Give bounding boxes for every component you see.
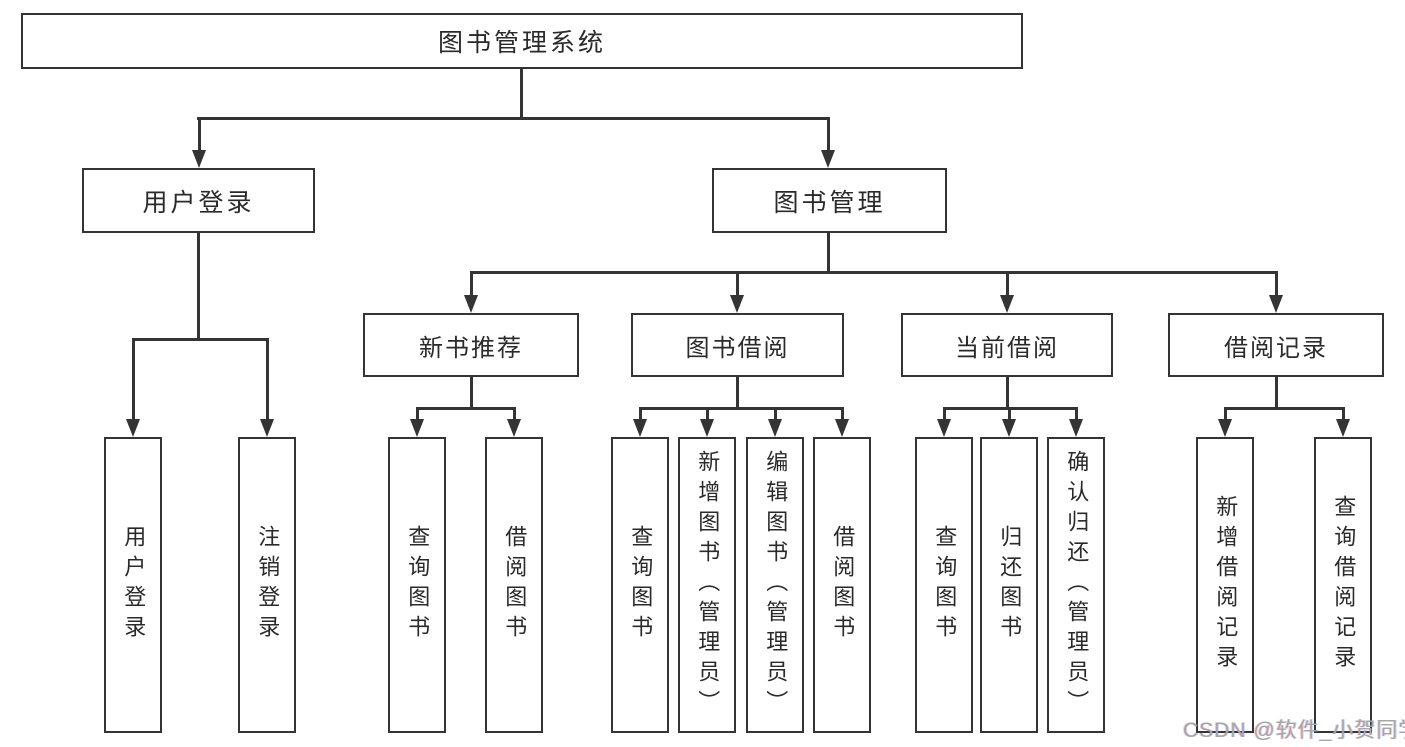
leaf-label: 查询图书 [932, 525, 958, 645]
connector-hline [639, 407, 844, 410]
arrowhead-down-icon [1218, 419, 1232, 437]
leaf-label: 用户登录 [121, 525, 147, 645]
arrowhead-down-icon [1269, 295, 1283, 313]
connector-hline [197, 117, 829, 120]
node-book-management: 图书管理 [712, 168, 947, 233]
node-label: 借阅记录 [1224, 334, 1328, 362]
connector-vline [1275, 271, 1278, 298]
connector-vline [827, 117, 830, 152]
arrowhead-down-icon [937, 419, 951, 437]
arrowhead-down-icon [768, 419, 782, 437]
connector-vline [1342, 407, 1345, 421]
arrowhead-down-icon [410, 419, 424, 437]
leaf-label: 查询图书 [405, 525, 431, 645]
node-borrowing-records: 借阅记录 [1168, 313, 1384, 377]
arrowhead-down-icon [507, 419, 521, 437]
arrowhead-down-icon [835, 419, 849, 437]
arrowhead-down-icon [730, 295, 744, 313]
connector-vline [132, 338, 135, 421]
arrowhead-down-icon [126, 419, 140, 437]
arrowhead-down-icon [1336, 419, 1350, 437]
connector-vline [1006, 377, 1009, 410]
arrowhead-down-icon [1002, 419, 1016, 437]
connector-vline [266, 338, 269, 421]
connector-vline [841, 407, 844, 421]
arrowhead-down-icon [633, 419, 647, 437]
leaf-label: 借阅图书 [830, 525, 856, 645]
leaf-label: 借阅图书 [502, 525, 528, 645]
leaf-query-books-current: 查询图书 [915, 437, 973, 733]
connector-vline [513, 407, 516, 421]
leaf-label: 新增借阅记录 [1213, 495, 1239, 675]
leaf-add-borrow-record: 新增借阅记录 [1196, 437, 1254, 733]
node-root: 图书管理系统 [21, 13, 1023, 69]
arrowhead-down-icon [700, 419, 714, 437]
leaf-query-borrow-record: 查询借阅记录 [1314, 437, 1372, 733]
leaf-return-books: 归还图书 [980, 437, 1038, 733]
connector-vline [470, 377, 473, 410]
leaf-query-books-recommend: 查询图书 [388, 437, 446, 733]
connector-hline [132, 338, 269, 341]
node-label: 用户登录 [142, 188, 255, 217]
leaf-query-books-borrow: 查询图书 [611, 437, 669, 733]
arrowhead-down-icon [192, 150, 206, 168]
node-label: 图书借阅 [685, 334, 790, 362]
connector-vline [1275, 377, 1278, 410]
arrowhead-down-icon [260, 419, 274, 437]
connector-hline [416, 407, 516, 410]
leaf-label: 归还图书 [997, 525, 1023, 645]
arrowhead-down-icon [464, 295, 478, 313]
leaf-label: 编辑图书（管理员） [763, 450, 789, 720]
connector-vline [1008, 407, 1011, 421]
connector-vline [943, 407, 946, 421]
node-label: 新书推荐 [419, 334, 523, 362]
arrowhead-down-icon [1000, 295, 1014, 313]
leaf-user-login: 用户登录 [104, 437, 162, 733]
node-new-book-recommend: 新书推荐 [363, 313, 579, 377]
leaf-borrow-books-recommend: 借阅图书 [485, 437, 543, 733]
node-user-login: 用户登录 [82, 168, 315, 233]
leaf-add-books-admin: 新增图书（管理员） [678, 437, 736, 733]
node-book-borrowing: 图书借阅 [631, 313, 844, 377]
connector-vline [198, 117, 201, 152]
connector-vline [774, 407, 777, 421]
leaf-label: 确认归还（管理员） [1064, 450, 1090, 720]
connector-vline [1224, 407, 1227, 421]
connector-vline [639, 407, 642, 421]
leaf-logout: 注销登录 [238, 437, 296, 733]
connector-vline [736, 377, 739, 410]
connector-vline [416, 407, 419, 421]
connector-vline [197, 232, 200, 340]
connector-vline [1075, 407, 1078, 421]
leaf-confirm-return-admin: 确认归还（管理员） [1047, 437, 1105, 733]
arrowhead-down-icon [1069, 419, 1083, 437]
connector-vline [1006, 271, 1009, 298]
connector-vline [520, 69, 523, 118]
leaf-edit-books-admin: 编辑图书（管理员） [746, 437, 804, 733]
connector-hline [1224, 407, 1345, 410]
connector-vline [470, 271, 473, 298]
leaf-borrow-books: 借阅图书 [813, 437, 871, 733]
connector-hline [470, 271, 1278, 274]
connector-vline [827, 232, 830, 274]
leaf-label: 新增图书（管理员） [695, 450, 721, 720]
arrowhead-down-icon [821, 150, 835, 168]
connector-vline [706, 407, 709, 421]
node-current-borrowing: 当前借阅 [901, 313, 1113, 377]
watermark: CSDN @软件_小贺同学 [1183, 719, 1405, 742]
node-label: 图书管理 [773, 188, 886, 217]
node-label: 当前借阅 [955, 334, 1059, 362]
leaf-label: 注销登录 [255, 525, 281, 645]
leaf-label: 查询图书 [628, 525, 654, 645]
leaf-label: 查询借阅记录 [1331, 495, 1357, 675]
connector-vline [736, 271, 739, 298]
node-root-label: 图书管理系统 [437, 29, 606, 57]
